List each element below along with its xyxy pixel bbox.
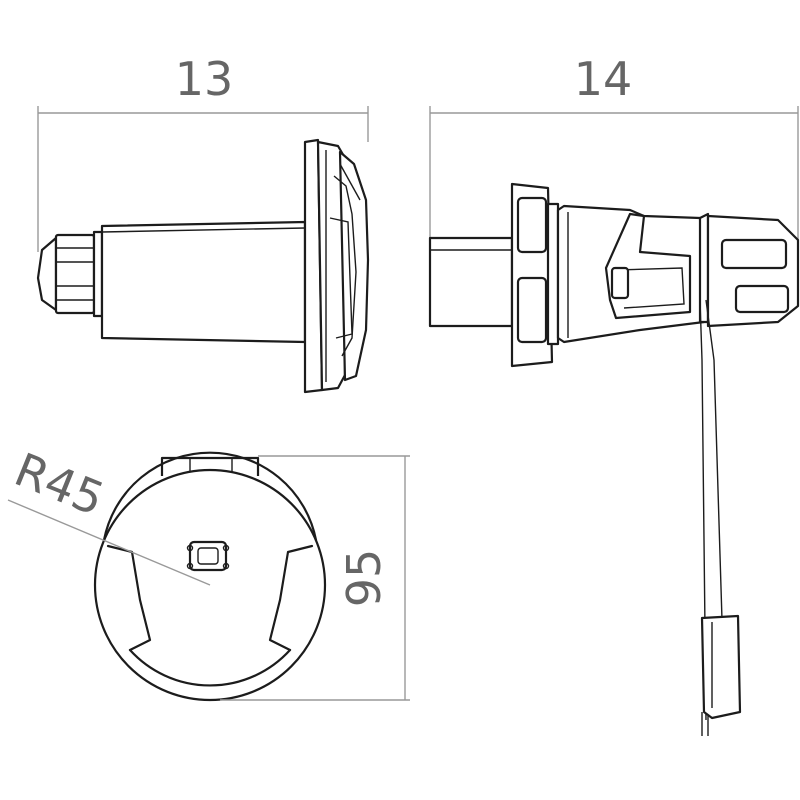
front-view-socket — [93, 451, 327, 702]
cap-width-label: 14 — [574, 52, 633, 106]
dimension-cap-width: 14 — [429, 52, 799, 240]
cap-view-socket — [428, 182, 800, 736]
dimension-front-height: 95 — [220, 455, 410, 701]
side-view-socket — [36, 138, 370, 394]
dimension-side-width: 13 — [37, 52, 369, 252]
front-height-label: 95 — [337, 549, 391, 608]
side-width-label: 13 — [175, 52, 234, 106]
front-radius-label: R45 — [7, 442, 111, 526]
